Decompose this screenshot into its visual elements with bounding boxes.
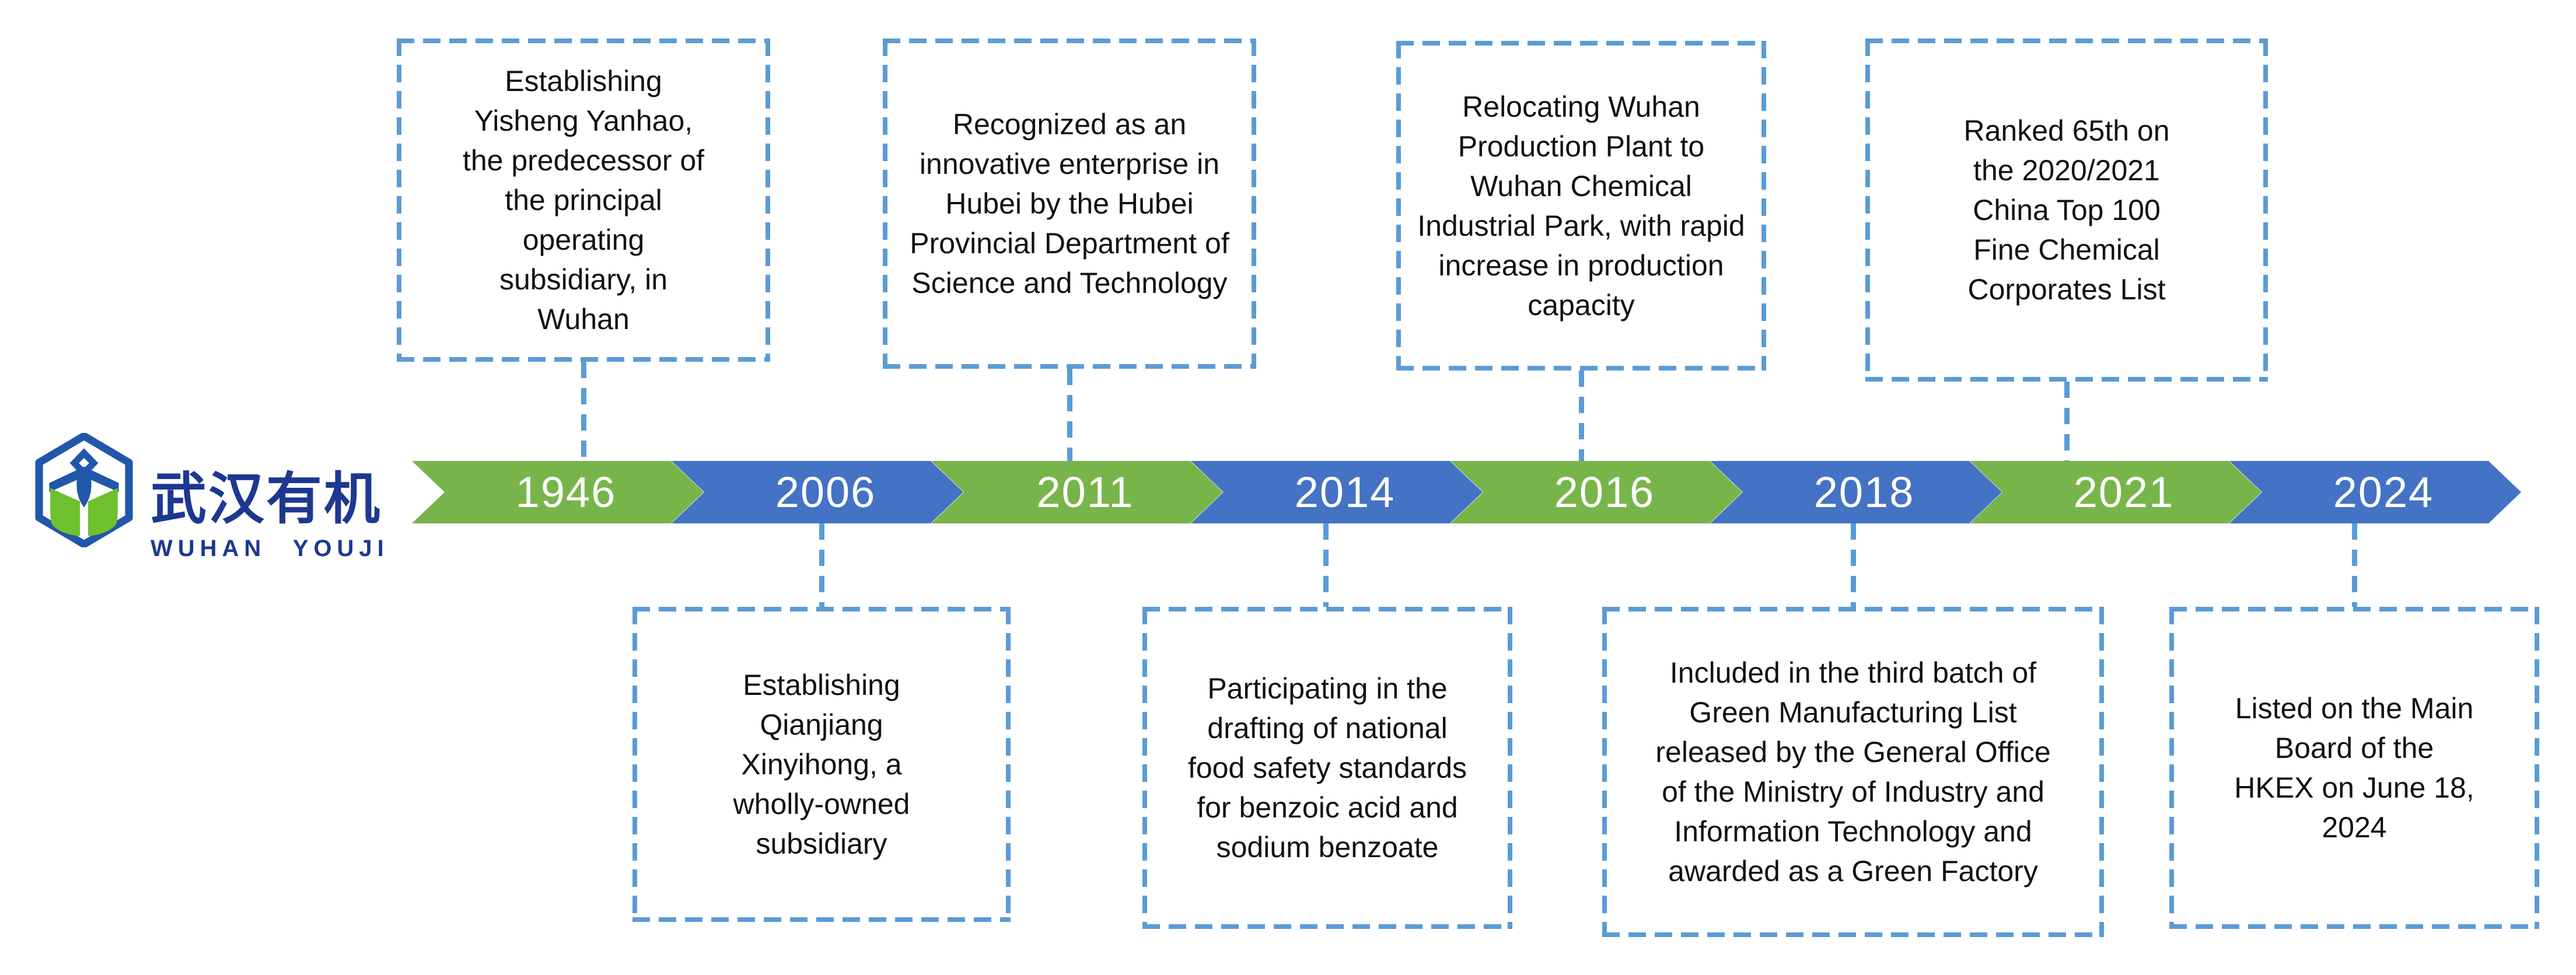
event-box-2016: Relocating Wuhan Production Plant to Wuh… <box>1396 41 1766 371</box>
year-label-2024: 2024 <box>2333 468 2434 516</box>
timeline-chevron-2018: 2018 <box>1710 461 2002 523</box>
event-box-2014: Participating in the drafting of nationa… <box>1142 607 1512 929</box>
event-box-1946: Establishing Yisheng Yanhao, the predece… <box>397 39 770 362</box>
connector-2006 <box>819 523 824 607</box>
event-text-2016: Relocating Wuhan Production Plant to Wuh… <box>1417 90 1745 321</box>
timeline-chevron-2006: 2006 <box>672 461 963 523</box>
year-label-2018: 2018 <box>1813 468 1915 516</box>
connector-2016 <box>1579 371 1584 461</box>
event-text-2018: Included in the third batch of Green Man… <box>1655 656 2051 887</box>
event-text-2021: Ranked 65th on the 2020/2021 China Top 1… <box>1963 114 2170 306</box>
timeline-chevron-1946: 1946 <box>412 461 704 523</box>
event-text-1946: Establishing Yisheng Yanhao, the predece… <box>462 65 705 336</box>
connector-1946 <box>581 362 586 461</box>
event-text-2006: Establishing Qianjiang Xinyihong, a whol… <box>733 669 910 860</box>
timeline-chevron-2016: 2016 <box>1450 461 1742 523</box>
year-label-2014: 2014 <box>1294 468 1396 516</box>
year-label-1946: 1946 <box>515 468 617 516</box>
event-box-2018: Included in the third batch of Green Man… <box>1602 607 2104 937</box>
hexagon-leaves-logo-icon <box>35 433 133 547</box>
timeline-chevron-2021: 2021 <box>1970 461 2262 523</box>
timeline-chevron-2011: 2011 <box>931 461 1223 523</box>
event-box-2021: Ranked 65th on the 2020/2021 China Top 1… <box>1865 39 2268 382</box>
year-label-2006: 2006 <box>775 468 876 516</box>
connector-2018 <box>1851 523 1856 607</box>
connector-2021 <box>2064 382 2070 461</box>
logo-name-chinese: 武汉有机 <box>151 468 382 530</box>
logo-text: 武汉有机 WUHAN YOUJI <box>151 471 389 562</box>
timeline-chevron-2014: 2014 <box>1191 461 1483 523</box>
event-text-2014: Participating in the drafting of nationa… <box>1187 672 1467 864</box>
event-box-2006: Establishing Qianjiang Xinyihong, a whol… <box>632 607 1011 922</box>
connector-2014 <box>1323 523 1329 607</box>
connector-2024 <box>2352 523 2357 607</box>
year-label-2016: 2016 <box>1554 468 1655 516</box>
company-logo: 武汉有机 WUHAN YOUJI <box>33 433 389 562</box>
event-box-2011: Recognized as an innovative enterprise i… <box>883 39 1256 369</box>
logo-name-english: WUHAN YOUJI <box>151 536 389 561</box>
connector-2011 <box>1067 369 1072 461</box>
event-box-2024: Listed on the Main Board of the HKEX on … <box>2169 607 2539 929</box>
year-label-2011: 2011 <box>1036 468 1134 516</box>
timeline-chevron-2024: 2024 <box>2229 461 2521 523</box>
year-label-2021: 2021 <box>2073 468 2175 516</box>
event-text-2011: Recognized as an innovative enterprise i… <box>910 108 1229 299</box>
event-text-2024: Listed on the Main Board of the HKEX on … <box>2234 692 2474 844</box>
